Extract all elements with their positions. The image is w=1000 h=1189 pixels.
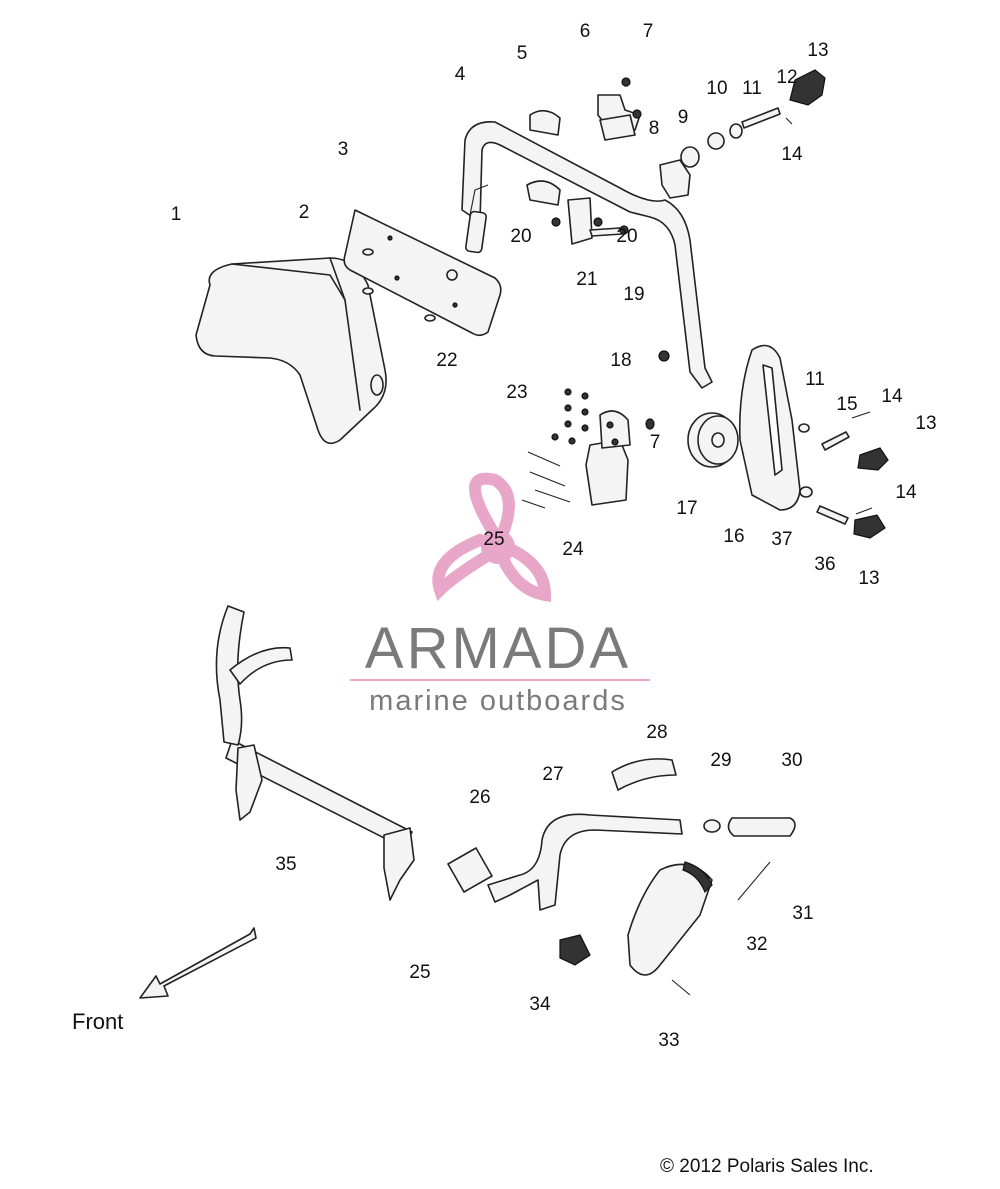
callout-c14c: 14 [895,482,917,503]
callout-c20b: 20 [616,226,637,247]
copyright-text: © 2012 Polaris Sales Inc. [660,1156,874,1177]
paddle-part [559,861,713,996]
callout-c3: 3 [338,139,349,160]
backrest-cushion-part [195,257,387,445]
main-tube-part [461,121,713,389]
watermark-tagline: marine outboards [369,685,627,717]
front-arrow-icon [139,927,257,999]
callout-c23: 23 [506,382,527,403]
hinge-plate-part [521,388,631,509]
callout-c25a: 25 [483,529,504,550]
callout-c33: 33 [658,1030,679,1051]
callout-c13b: 13 [915,413,936,434]
callout-c25b: 25 [409,962,430,983]
callout-c2: 2 [299,202,310,223]
callout-c11b: 11 [805,369,825,390]
callout-c20a: 20 [510,226,531,247]
nut-part [658,350,670,362]
callout-c6: 6 [580,21,591,42]
callout-c34: 34 [529,994,551,1015]
callout-c24: 24 [562,539,584,560]
callout-c11a: 11 [742,78,762,99]
callout-c5: 5 [517,43,528,64]
callout-c35: 35 [275,854,296,875]
callout-c27: 27 [542,764,563,785]
pulley-wheel-part [645,412,739,468]
spacers-part [680,107,793,168]
callout-c1: 1 [171,204,182,225]
callout-c7b: 7 [650,432,661,453]
side-arm-part [738,344,813,511]
callout-c37: 37 [771,529,792,550]
callout-c13c: 13 [858,568,879,589]
callout-c8: 8 [649,118,660,139]
callout-c14a: 14 [781,144,803,165]
tube-clamps-part [526,77,691,206]
callout-c17: 17 [676,498,697,519]
callout-c12: 12 [776,67,797,88]
front-label: Front [72,1009,123,1034]
callout-c4: 4 [455,64,466,85]
callout-c19: 19 [623,284,644,305]
callout-c13a: 13 [807,40,828,61]
callout-c22: 22 [436,350,457,371]
right-pins-latches-part [816,411,889,539]
center-bracket-part [551,197,629,245]
callout-c14b: 14 [881,386,903,407]
callout-c10: 10 [706,78,727,99]
callout-c26: 26 [469,787,490,808]
lower-bar-part [215,605,415,901]
callout-c31: 31 [792,903,813,924]
callout-c18: 18 [610,350,631,371]
callout-c28: 28 [646,722,667,743]
watermark-name: ARMADA [365,616,631,681]
callout-c16: 16 [723,526,744,547]
callout-c30: 30 [781,750,802,771]
latch-top-part [789,69,826,106]
callout-c29: 29 [710,750,731,771]
handle-grips-part [447,758,796,911]
callout-c21: 21 [576,269,597,290]
callout-c7a: 7 [643,21,654,42]
callout-c9: 9 [678,107,689,128]
plate-bolts-part [362,248,436,322]
armada-logo-icon [432,472,552,603]
back-plate-part [343,209,502,337]
callout-c15: 15 [836,394,857,415]
callout-c36: 36 [814,554,835,575]
callout-c32: 32 [746,934,767,955]
